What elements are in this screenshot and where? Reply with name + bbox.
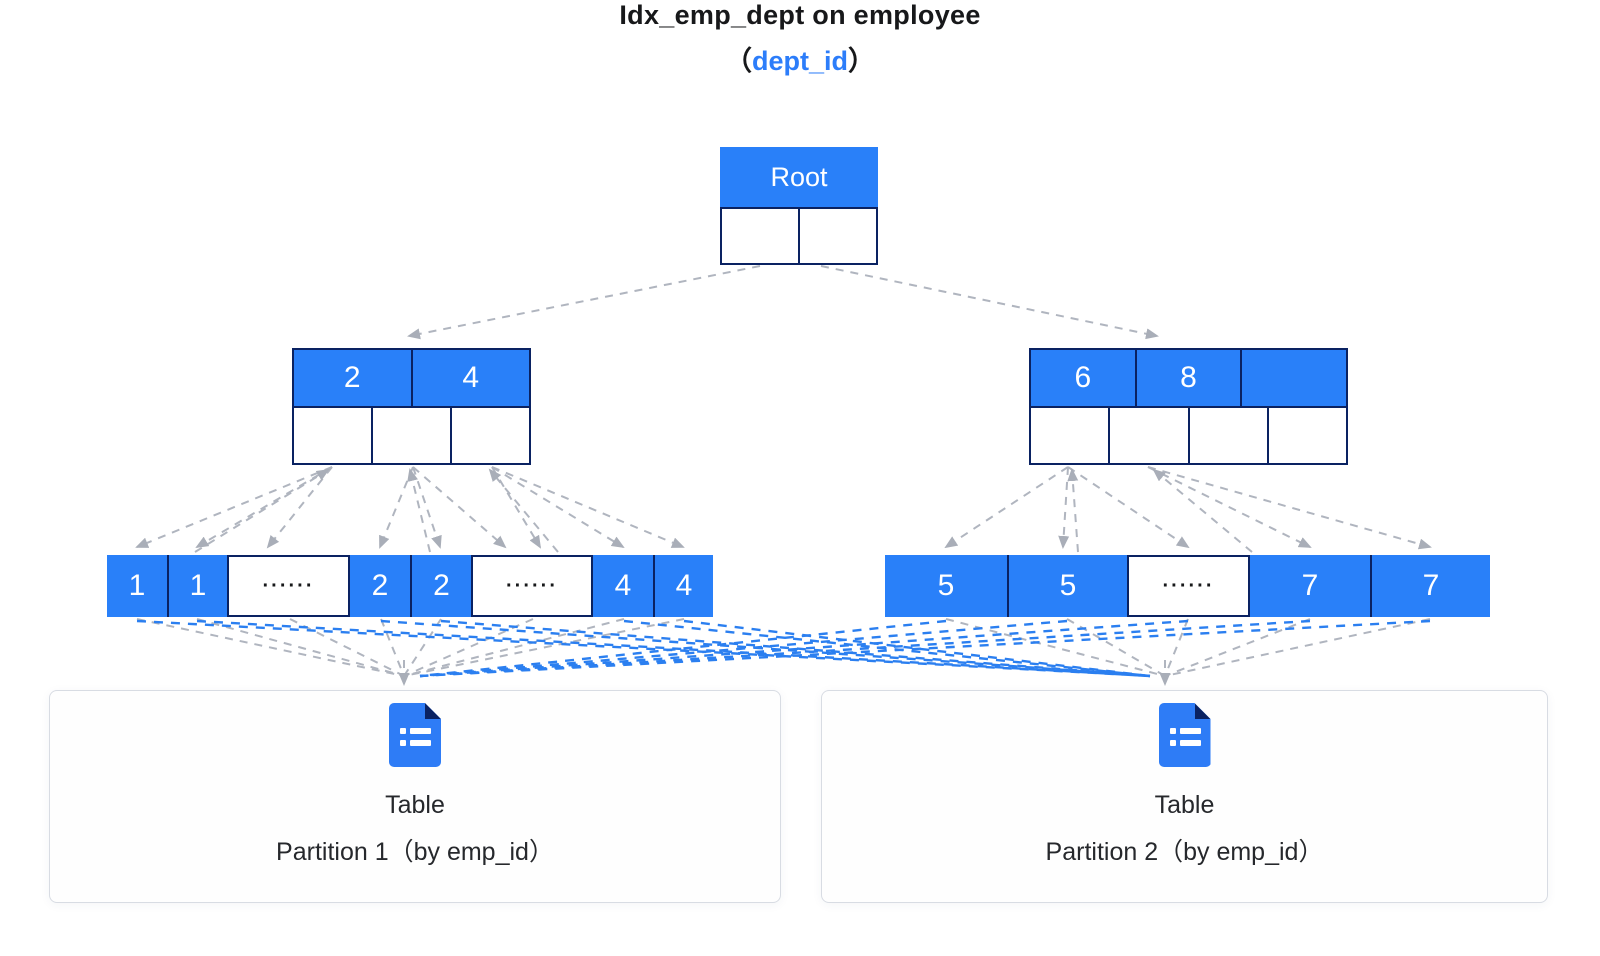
- document-list-icon: [389, 703, 441, 767]
- leaf-row-right: 5 5 ······ 7 7: [885, 555, 1490, 617]
- leaf-key-cell: 5: [1007, 555, 1127, 617]
- pointer-cell: [450, 408, 529, 463]
- partition-title: Table: [385, 791, 445, 819]
- leaf-key-cell: 7: [1250, 555, 1370, 617]
- leaf-key-cell: 4: [653, 555, 713, 617]
- pointer-cell: [294, 408, 371, 463]
- leaf-key-cell: 2: [350, 555, 410, 617]
- internal-node-right: 6 8: [1029, 348, 1348, 465]
- key-cell: 6: [1031, 350, 1135, 406]
- index-key-line: （dept_id）: [0, 39, 1600, 78]
- index-key: dept_id: [751, 46, 848, 76]
- pointer-cell: [1187, 408, 1267, 463]
- paren-close: ）: [848, 46, 875, 76]
- leaf-key-cell: 7: [1370, 555, 1490, 617]
- pointer-cell: [1108, 408, 1188, 463]
- leaf-gap-cell: ······: [1127, 555, 1250, 617]
- leaf-key-cell: 2: [410, 555, 471, 617]
- partition-card-2: Table Partition 2（by emp_id）: [821, 690, 1548, 903]
- leaf-key-cell: 4: [593, 555, 653, 617]
- document-list-icon: [1159, 703, 1211, 767]
- leaf-key-cell: 1: [107, 555, 167, 617]
- leaf-key-cell: 5: [885, 555, 1007, 617]
- root-pointer-row: [720, 207, 878, 265]
- pointer-cell: [371, 408, 450, 463]
- key-cell: [1240, 350, 1347, 406]
- partition-title: Table: [1154, 791, 1215, 819]
- diagram-title: Idx_emp_dept on employee （dept_id）: [0, 0, 1600, 78]
- key-cell: 2: [294, 350, 411, 406]
- partition-card-1: Table Partition 1（by emp_id）: [49, 690, 781, 903]
- root-node-header: Root: [720, 147, 878, 207]
- gray-tree-arrows: [135, 265, 1432, 686]
- paren-open: （: [724, 46, 752, 76]
- key-cell: 4: [410, 350, 529, 406]
- root-pointer-cell: [722, 209, 798, 263]
- root-pointer-cell: [798, 209, 876, 263]
- leaf-gap-cell: ······: [471, 555, 593, 617]
- page-fold: [425, 703, 441, 719]
- key-row: 6 8: [1031, 350, 1347, 408]
- key-cell: 8: [1134, 350, 1241, 406]
- index-name: Idx_emp_dept on employee: [619, 0, 981, 30]
- blue-row-links: [136, 619, 1431, 678]
- leaf-key-cell: 1: [167, 555, 227, 617]
- leaf-gap-cell: ······: [227, 555, 350, 617]
- partition-subtitle: Partition 2（by emp_id）: [1045, 838, 1324, 866]
- partition-subtitle: Partition 1（by emp_id）: [276, 838, 554, 866]
- internal-node-left: 2 4: [292, 348, 531, 465]
- page-fold: [1195, 703, 1211, 719]
- pointer-cell: [1031, 408, 1109, 463]
- pointer-row: [294, 408, 529, 463]
- key-row: 2 4: [294, 350, 529, 408]
- pointer-row: [1031, 408, 1346, 463]
- pointer-cell: [1266, 408, 1346, 463]
- leaf-row-left: 1 1 ······ 2 2 ······ 4 4: [107, 555, 713, 617]
